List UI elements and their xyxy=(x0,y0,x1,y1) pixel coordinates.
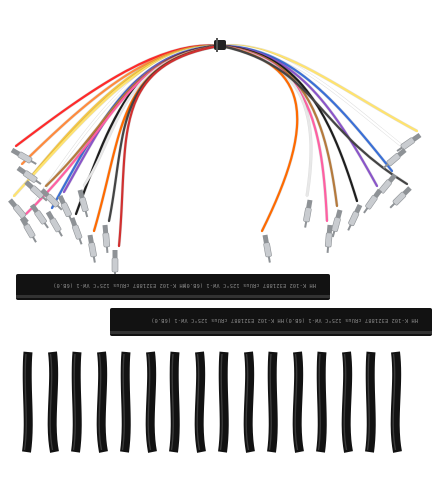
wire xyxy=(220,44,409,186)
heat-shrink-tube xyxy=(71,351,82,453)
heat-shrink-tube xyxy=(47,351,59,453)
crimp-terminal-icon xyxy=(102,224,111,253)
heat-shrink-tube xyxy=(218,351,229,453)
heat-shrink-tube xyxy=(169,351,180,453)
crimp-terminal-icon xyxy=(10,147,37,165)
crimp-terminal-icon xyxy=(382,148,407,169)
crimp-terminal-icon xyxy=(347,203,363,231)
crimp-terminal-icon xyxy=(396,132,422,152)
crimp-terminal-icon xyxy=(29,203,49,229)
heat-shrink-sleeve-top: HH K-102 E321887 cRUus 125°C VW-1 (6B.0)… xyxy=(16,274,330,300)
sleeve-print-text-2: HH K-102 E321887 cRUus 125°C VW-1 (6B.0) xyxy=(53,282,186,288)
heat-shrink-sleeve-bottom: HH K-102 E321887 cRUus 125°C VW-1 (6B.0)… xyxy=(110,308,432,336)
heat-shrink-tube xyxy=(243,351,255,453)
wire-tie-icon xyxy=(214,38,226,52)
crimp-terminal-icon xyxy=(69,217,83,245)
crimp-terminal-icon xyxy=(87,234,97,263)
heat-shrink-tube xyxy=(316,351,327,453)
heat-shrink-tube xyxy=(22,351,33,453)
heat-shrink-tube xyxy=(365,351,376,453)
crimp-terminal-icon xyxy=(16,165,42,185)
short-heat-shrink-tubes xyxy=(22,351,402,453)
heat-shrink-tube xyxy=(96,351,108,453)
crimp-terminal-icon xyxy=(45,210,63,237)
sleeve-print-text: HH K-102 E321887 cRUus 125°C VW-1 (6B.0) xyxy=(183,282,316,288)
crimp-terminal-icon xyxy=(8,198,29,223)
crimp-terminal-icon xyxy=(363,188,383,214)
wire xyxy=(117,44,220,248)
heat-shrink-tube xyxy=(120,351,131,453)
crimp-terminal-icon xyxy=(40,188,63,211)
heat-shrink-tube xyxy=(390,351,402,453)
heat-shrink-tube xyxy=(267,351,278,453)
heat-shrink-tube xyxy=(341,351,353,453)
crimp-terminal-icon xyxy=(324,224,333,253)
sleeve-print-text-4: HH K-102 E321887 cRUus 125°C VW-1 (6B.0) xyxy=(151,317,284,323)
crimp-terminal-icon xyxy=(24,180,48,202)
crimp-terminal-icon xyxy=(111,250,119,278)
heat-shrink-tube xyxy=(145,351,157,453)
crimp-terminal-icon xyxy=(262,234,272,263)
crimp-terminals xyxy=(8,132,422,278)
sleeve-print-text-3: HH K-102 E321887 cRUus 125°C VW-1 (6B.0) xyxy=(285,317,418,323)
heat-shrink-tube xyxy=(194,351,206,453)
crimp-terminal-icon xyxy=(19,216,37,243)
crimp-terminal-icon xyxy=(389,186,412,209)
crimp-terminal-icon xyxy=(303,199,313,228)
wire-harness xyxy=(12,43,419,248)
heat-shrink-tube xyxy=(292,351,304,453)
crimp-terminal-icon xyxy=(77,189,89,218)
crimp-terminal-icon xyxy=(331,209,343,238)
